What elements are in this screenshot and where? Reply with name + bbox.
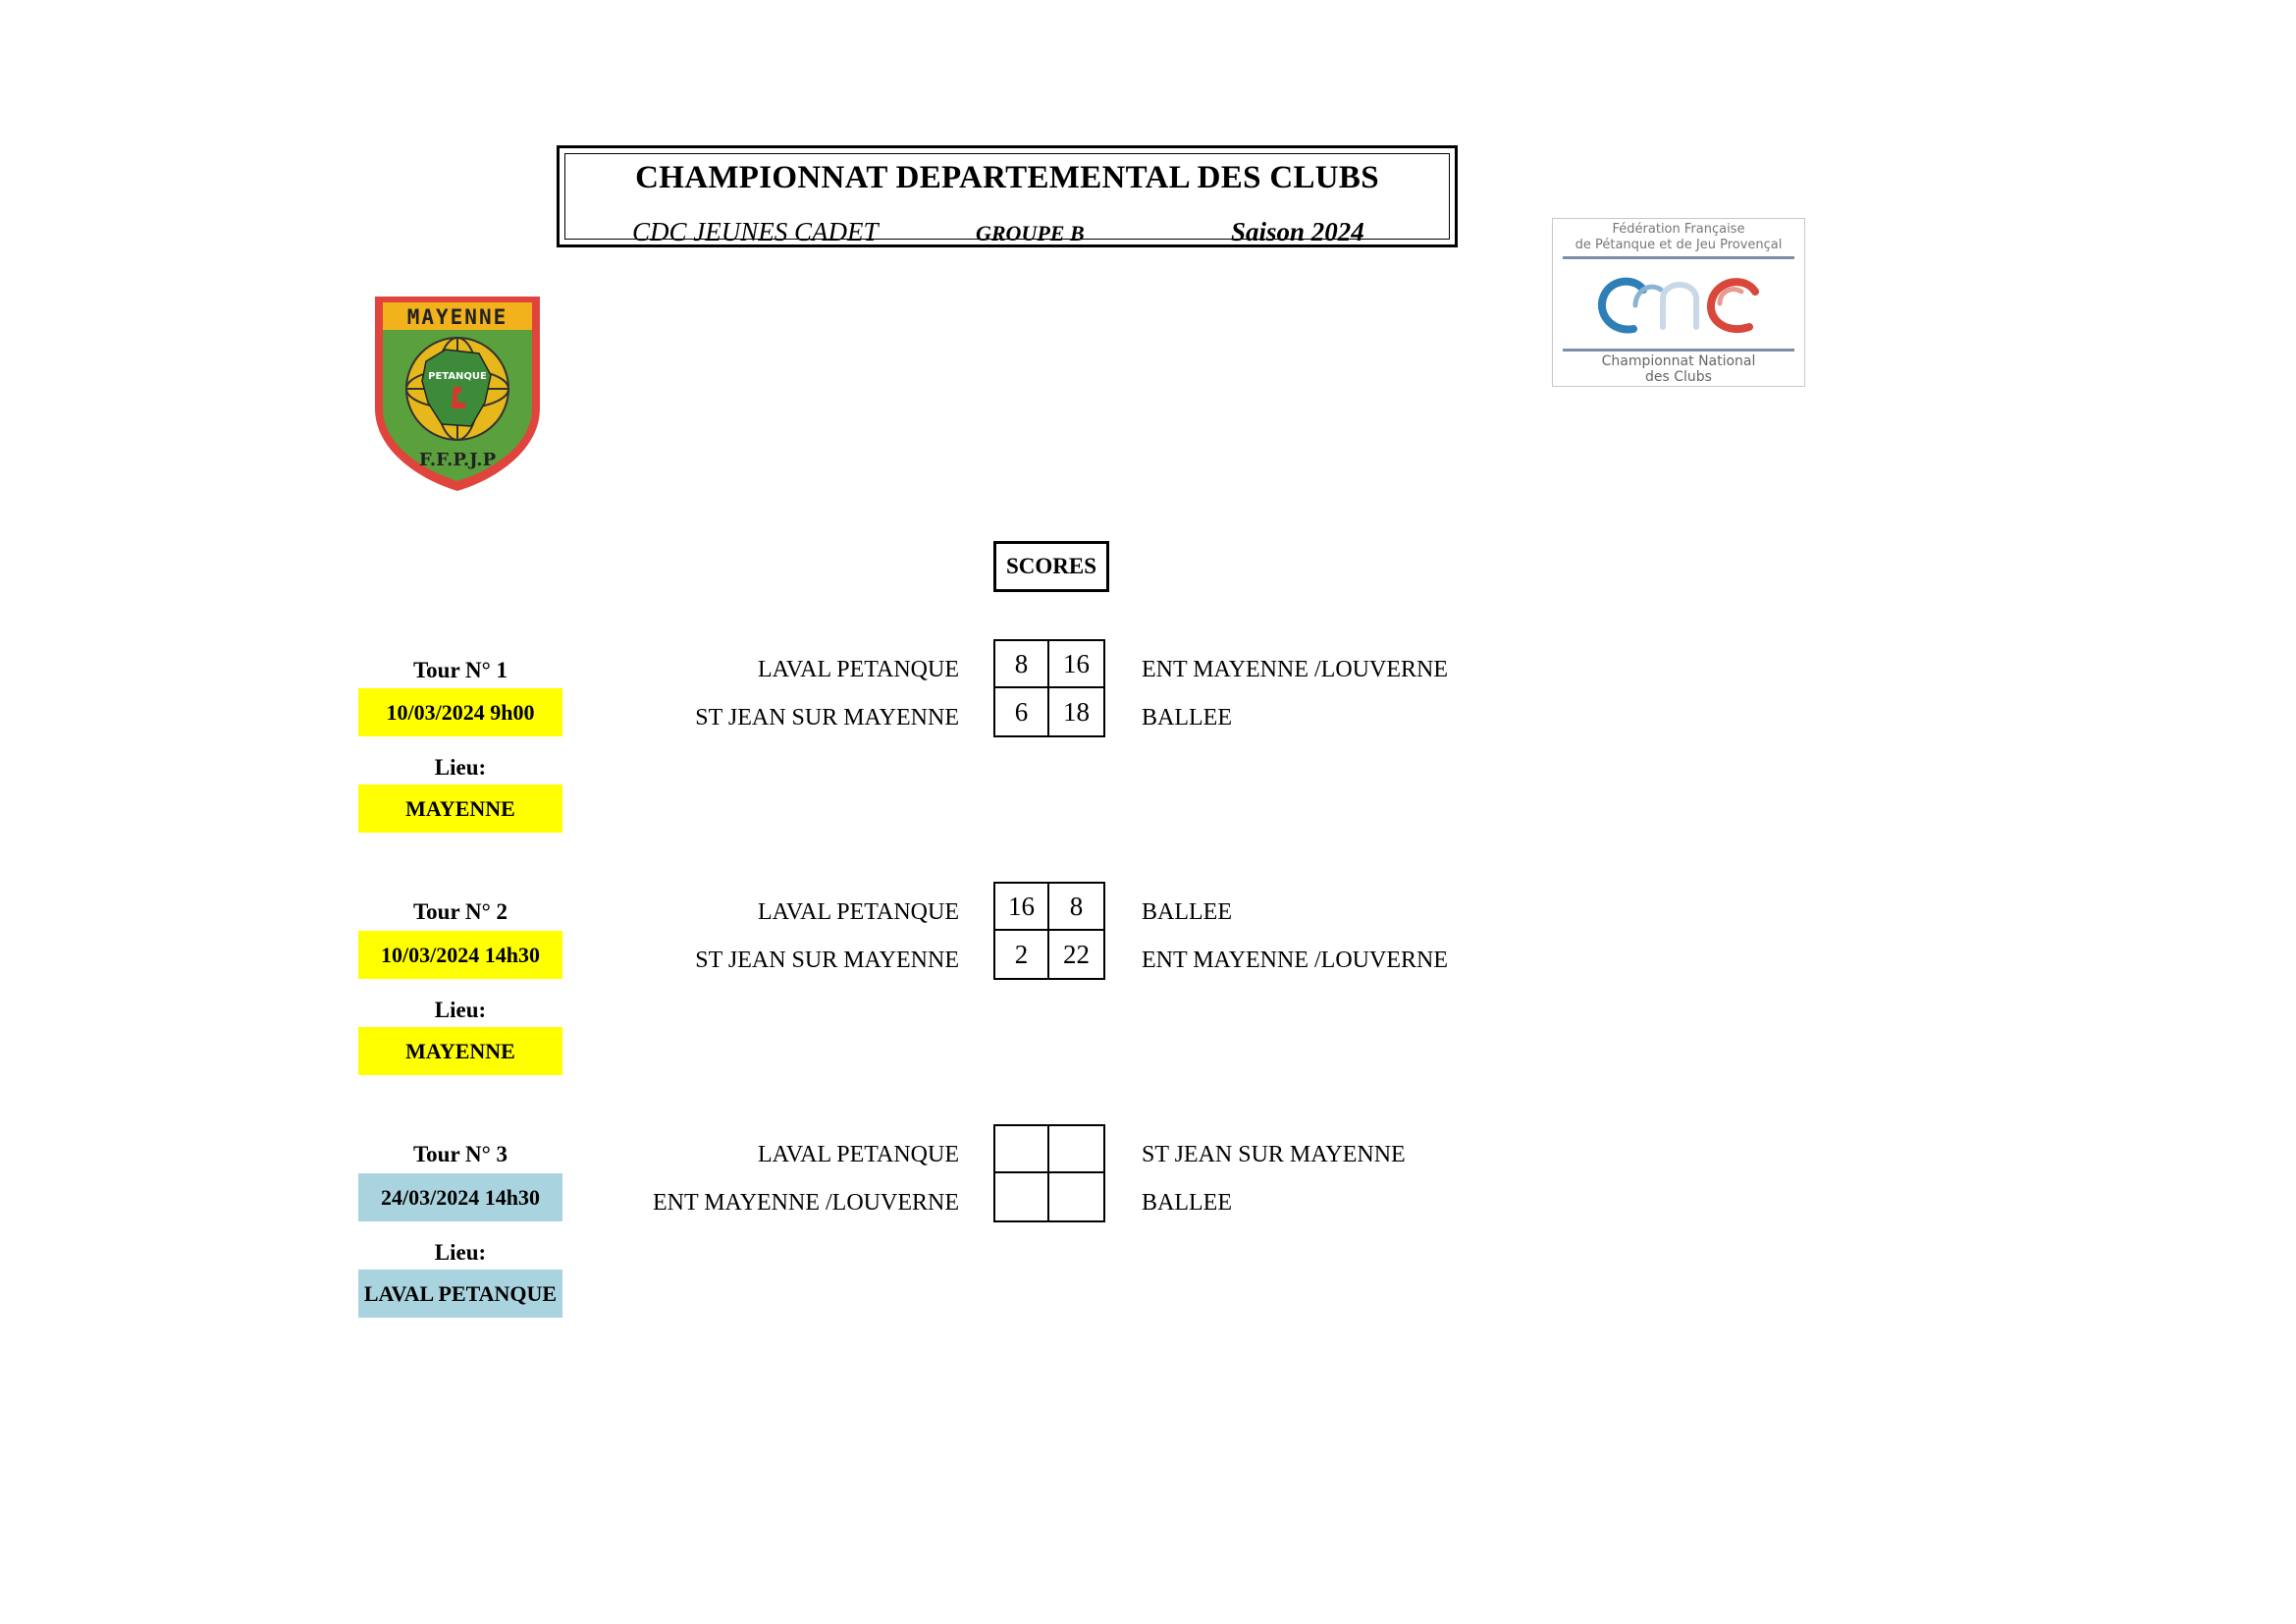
round-2-match-2-away-team: ENT MAYENNE /LOUVERNE [1142,947,1448,973]
round-2-score-grid: 16 8 2 22 [993,882,1105,980]
ffpjp-line1: Fédération Française [1612,222,1745,237]
round-2-match-2-home-team: ST JEAN SUR MAYENNE [695,947,959,973]
round-1-score-grid: 8 16 6 18 [993,639,1105,737]
shield-bottom-text: F.F.P.J.P [419,450,497,470]
round-2-match-1-away-team: BALLEE [1142,899,1232,925]
mayenne-shield-icon: MAYENNE PETANQUE F.F.P.J.P [375,297,540,491]
shield-center-text: PETANQUE [428,371,487,382]
round-2-match-2-home-score: 2 [995,931,1049,978]
round-1-match-1-away-score: 16 [1049,641,1103,688]
round-3-match-1-away-score [1049,1126,1103,1173]
ffpjp-line2: de Pétanque et de Jeu Provençal [1575,238,1783,252]
round-3-match-1-home-team: LAVAL PETANQUE [758,1142,959,1167]
round-2-lieu-label: Lieu: [434,998,487,1022]
group-label: GROUPE B [976,221,1085,245]
round-3-match-2-away-team: BALLEE [1142,1190,1232,1216]
round-3-score-grid [993,1124,1105,1222]
round-3-lieu-label: Lieu: [434,1240,487,1265]
round-2-match-1-home-team: LAVAL PETANQUE [758,899,959,925]
round-1-match-2-away-team: BALLEE [1142,705,1232,731]
page-title: CHAMPIONNAT DEPARTEMENTAL DES CLUBS [635,160,1379,195]
round-1-match-2-away-score: 18 [1063,696,1090,727]
scores-header: SCORES [993,541,1109,592]
round-1-place: MAYENNE [358,785,562,833]
cnc-emblem-icon [1598,277,1759,334]
mayenne-shield-logo: MAYENNE PETANQUE F.F.P.J.P [369,293,546,493]
shield-banner-text: MAYENNE [407,305,508,329]
ffpjp-cnc-logo: Fédération Française de Pétanque et de J… [1552,218,1805,387]
round-1-match-1-away-team: ENT MAYENNE /LOUVERNE [1142,657,1448,682]
header-box: CHAMPIONNAT DEPARTEMENTAL DES CLUBS CDC … [557,145,1458,247]
round-2-datetime: 10/03/2024 14h30 [358,931,562,979]
round-3-match-1-home-score [995,1126,1049,1173]
round-1-tour-label: Tour N° 1 [412,658,508,682]
ffpjp-line3: Championnat National [1601,353,1756,369]
round-1-match-1-home-team: LAVAL PETANQUE [758,657,959,682]
round-2-match-1-away-score: 8 [1049,884,1103,931]
round-1-datetime: 10/03/2024 9h00 [358,688,562,736]
ffpjp-line4: des Clubs [1645,369,1712,385]
ffpjp-rule-bottom [1563,349,1794,352]
ffpjp-rule-top [1563,256,1794,259]
round-2-match-1-home-score: 16 [995,884,1049,931]
round-2-match-2-away-score: 22 [1063,939,1090,969]
round-3-match-2-home-score [995,1173,1049,1220]
round-3-match-2-away-score [1049,1173,1103,1220]
round-3-match-1-away-team: ST JEAN SUR MAYENNE [1142,1142,1406,1167]
round-3-place: LAVAL PETANQUE [358,1270,562,1318]
category-label: CDC JEUNES CADET [632,217,879,246]
round-1-match-2-home-score: 6 [995,688,1049,735]
header-inner-border: CHAMPIONNAT DEPARTEMENTAL DES CLUBS CDC … [564,153,1450,246]
round-2-place: MAYENNE [358,1027,562,1075]
round-3-datetime: 24/03/2024 14h30 [358,1173,562,1221]
round-3-tour-label: Tour N° 3 [412,1142,508,1166]
round-1-lieu-label: Lieu: [434,755,487,780]
round-2-tour-label: Tour N° 2 [412,899,508,924]
round-1-match-2-home-team: ST JEAN SUR MAYENNE [695,705,959,731]
round-3-match-2-home-team: ENT MAYENNE /LOUVERNE [653,1190,959,1216]
season-label: Saison 2024 [1231,217,1364,246]
round-1-match-1-home-score: 8 [995,641,1049,688]
